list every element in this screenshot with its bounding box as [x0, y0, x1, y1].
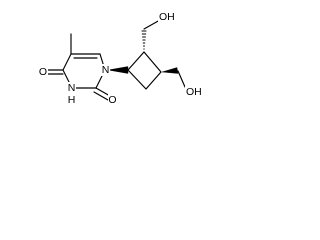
hashed-bond-upper [141, 30, 147, 50]
label-bg [108, 94, 117, 106]
molecule-structure: N N H O O OH OH [38, 11, 203, 106]
atom-oh-upper: OH [159, 11, 175, 23]
bond-c2-o [95, 87, 111, 97]
label-bg [38, 66, 48, 78]
atom-n3: N [68, 82, 76, 94]
bond-c3-c4 [145, 71, 162, 90]
carbonyl-c4 [46, 69, 64, 75]
bond-c2-c3 [143, 51, 162, 73]
cyclobutane-ring [127, 51, 162, 90]
bond-ch2-oh-lower [177, 70, 186, 88]
bond-c4-c1 [127, 69, 147, 90]
wedge-bond-c3-ch2 [161, 67, 179, 74]
bond-ch2-oh-upper [143, 19, 161, 30]
atom-o4: O [39, 66, 47, 78]
atom-h3: H [68, 94, 76, 106]
wedge-bond-n1-c1prime [107, 66, 129, 74]
label-bg [101, 64, 110, 76]
atom-n1: N [102, 64, 110, 76]
atom-oh-lower: OH [186, 86, 202, 98]
structure-canvas: N N H O O OH OH [0, 0, 232, 135]
label-bg [185, 86, 203, 98]
label-bg [158, 11, 176, 23]
bond-c5-c4 [62, 53, 72, 71]
bond-c1-c2 [127, 51, 145, 71]
label-bg [67, 82, 76, 94]
atom-o2: O [108, 94, 116, 106]
bond-c2-o-double [93, 91, 109, 101]
carbonyl-c2 [93, 87, 111, 101]
